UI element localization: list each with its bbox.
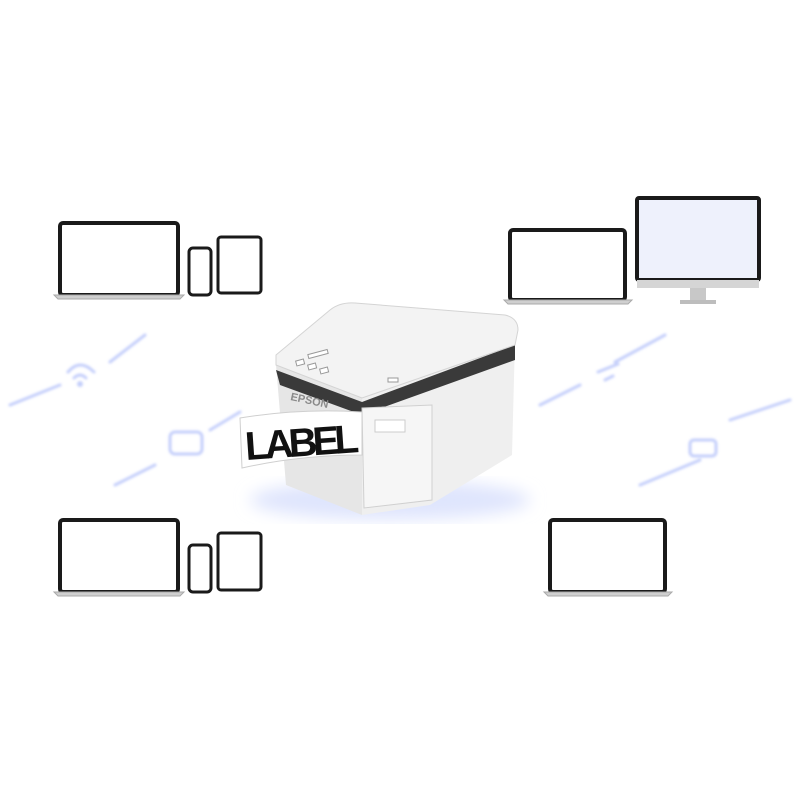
laptop-top-right (502, 228, 634, 305)
laptop-bottom-right (542, 518, 674, 597)
tablet-top-left (216, 235, 263, 295)
laptop-top-left (52, 221, 186, 300)
phone-bottom-left (187, 543, 213, 594)
phone-top-left (187, 246, 213, 297)
label-printer: EPSON LABEL (239, 302, 530, 520)
laptop-bottom-left (52, 518, 186, 597)
connection-lines (3, 333, 797, 487)
control-buttons (295, 348, 399, 383)
label-tape-text: LABEL (244, 417, 361, 469)
model-tag (374, 419, 406, 433)
tablet-bottom-left (216, 531, 263, 592)
desktop-monitor-top-right (635, 196, 761, 304)
usb-icon (596, 362, 620, 382)
wifi-icon (66, 363, 96, 374)
router-icon (168, 430, 204, 456)
bluetooth-icon (688, 438, 718, 458)
